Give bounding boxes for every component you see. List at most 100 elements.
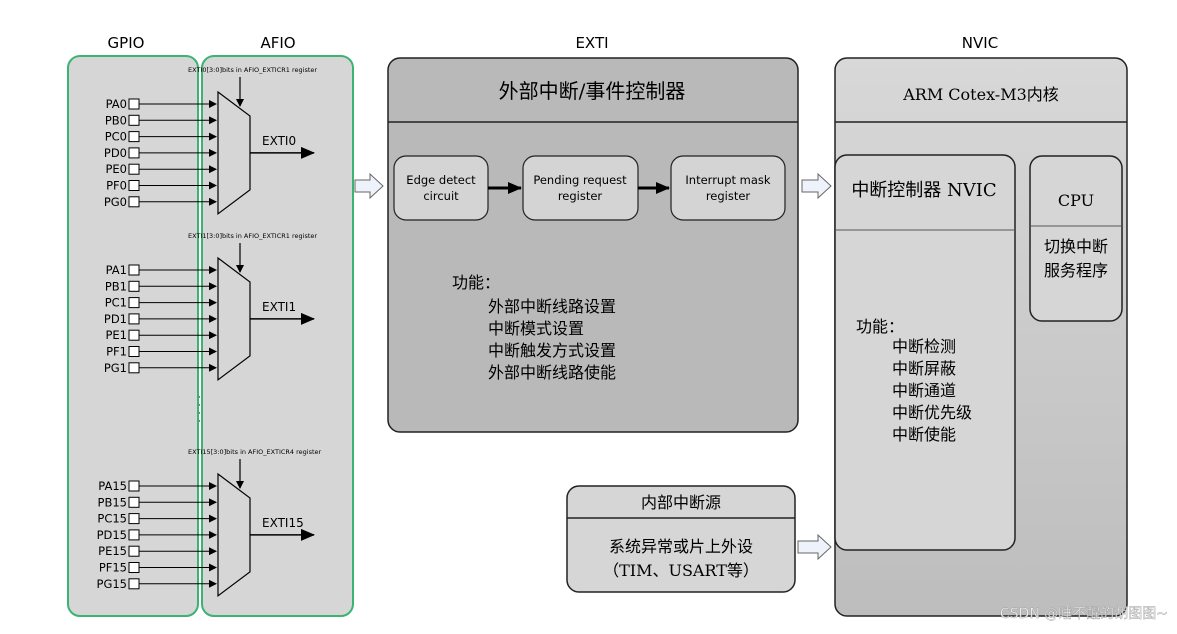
gpio-pin-square: [128, 180, 140, 191]
gpio-pin-square: [128, 496, 140, 508]
edge-detect-block: Edge detect circuit: [393, 155, 489, 221]
gpio-pin-square: [128, 346, 140, 357]
ellipsis-dot-4: ·: [198, 417, 201, 427]
cpu-box: [1029, 155, 1123, 322]
gpio-pin-square: [128, 98, 140, 110]
gpio-pin-label: PA15: [98, 479, 127, 493]
cpu-line-2: 服务程序: [1044, 261, 1108, 280]
gpio-pin-label: PF1: [106, 345, 127, 359]
cpu-title: CPU: [1058, 191, 1094, 210]
interrupt-mask-line1: Interrupt mask: [685, 173, 771, 187]
gpio-pin-square: [128, 562, 140, 573]
edge-detect-line2: circuit: [423, 189, 459, 203]
gpio-pin-label: PC0: [105, 130, 127, 144]
internal-source-title: 内部中断源: [641, 493, 721, 512]
gpio-pin-square: [128, 529, 140, 541]
gpio-pin-square: [128, 114, 140, 126]
gpio-pin-label: PD1: [104, 312, 127, 326]
gpio-pin-square: [128, 313, 140, 325]
gpio-pin-label: PE1: [105, 328, 127, 342]
gpio-pin-square: [128, 513, 140, 525]
nvic-func-2: 中断屏蔽: [892, 359, 956, 378]
exti-to-nvic-arrow: [801, 172, 832, 200]
exti-line-label: EXTI15: [262, 516, 304, 530]
gpio-pin-square: [128, 147, 140, 159]
gpio-pin-label: PG0: [104, 195, 127, 209]
exti-line-label: EXTI0: [262, 134, 296, 148]
gpio-pin-label: PD15: [97, 528, 127, 542]
exti-func-2: 中断模式设置: [488, 319, 584, 338]
multiplexer: [217, 90, 251, 215]
ellipsis-dot-2: ·: [198, 401, 201, 411]
exti-line-label: EXTI1: [262, 300, 296, 314]
register-select-label: EXTI0[3:0]bits in AFIO_EXTICR1 register: [188, 66, 317, 74]
gpio-pin-square: [128, 480, 140, 492]
nvic-func-1: 中断检测: [892, 337, 956, 356]
exti-header: EXTI: [575, 34, 608, 52]
register-select-label: EXTI15[3:0]bits in AFIO_EXTICR4 register: [188, 448, 322, 456]
interrupt-mask-block: Interrupt mask register: [670, 155, 786, 221]
exti-title: 外部中断/事件控制器: [499, 79, 686, 103]
gpio-pin-square: [128, 280, 140, 292]
gpio-header: GPIO: [108, 34, 145, 52]
gpio-pin-label: PA1: [106, 263, 127, 277]
gpio-pin-label: PC15: [97, 512, 127, 526]
ellipsis-dot-1: ·: [198, 393, 201, 403]
gpio-pin-square: [128, 264, 140, 276]
afio-header: AFIO: [260, 34, 295, 52]
exti-func-4: 外部中断线路使能: [488, 363, 616, 382]
gpio-pin-label: PE15: [98, 544, 127, 558]
afio-to-exti-arrow: [354, 172, 384, 200]
nvic-controller-title: 中断控制器 NVIC: [851, 180, 996, 201]
exti-box: [387, 57, 799, 433]
gpio-pin-label: PC1: [105, 296, 127, 310]
nvic-func-4: 中断优先级: [892, 403, 972, 422]
gpio-pin-label: PA0: [106, 97, 127, 111]
ellipsis-dot-3: ·: [198, 409, 201, 419]
nvic-func-3: 中断通道: [892, 381, 956, 400]
internal-to-nvic-arrow: [797, 533, 832, 561]
exti-func-1: 外部中断线路设置: [488, 297, 616, 316]
gpio-pin-label: PE0: [105, 162, 127, 176]
exti-func-label: 功能：: [452, 273, 500, 292]
gpio-pin-square: [128, 196, 140, 208]
pending-request-line2: register: [558, 189, 603, 203]
core-title: ARM Cotex-M3内核: [902, 85, 1059, 104]
gpio-pin-square: [128, 362, 140, 374]
multiplexer: [217, 472, 251, 597]
exti-func-3: 中断触发方式设置: [488, 341, 616, 360]
watermark: CSDN @睡不醒的胡图图~: [1000, 606, 1168, 622]
gpio-pin-label: PG15: [97, 577, 127, 591]
gpio-pin-square: [128, 297, 140, 309]
pending-request-line1: Pending request: [533, 173, 627, 187]
cpu-line-1: 切换中断: [1044, 237, 1108, 256]
edge-detect-line1: Edge detect: [406, 173, 476, 187]
nvic-header: NVIC: [962, 34, 998, 52]
gpio-pin-label: PB15: [98, 495, 127, 509]
internal-source-box: [566, 485, 796, 593]
gpio-pin-square: [128, 163, 140, 175]
interrupt-mask-line2: register: [706, 189, 751, 203]
gpio-pin-label: PF15: [99, 561, 127, 575]
gpio-pin-square: [128, 131, 140, 143]
internal-source-line2: （TIM、USART等）: [603, 561, 759, 580]
multiplexer: [217, 256, 251, 381]
gpio-pin-square: [128, 545, 140, 557]
gpio-pin-square: [128, 329, 140, 341]
gpio-pin-square: [128, 578, 140, 590]
gpio-pin-label: PF0: [106, 179, 127, 193]
nvic-func-label: 功能：: [856, 317, 904, 336]
gpio-pin-label: PG1: [104, 361, 127, 375]
nvic-controller-box: [834, 154, 1016, 551]
gpio-pin-label: PD0: [104, 146, 127, 160]
internal-source-line1: 系统异常或片上外设: [609, 537, 753, 556]
pending-request-block: Pending request register: [522, 155, 639, 221]
nvic-func-5: 中断使能: [892, 425, 956, 444]
register-select-label: EXTI1[3:0]bits in AFIO_EXTICR1 register: [188, 232, 317, 240]
gpio-pin-label: PB0: [105, 113, 127, 127]
